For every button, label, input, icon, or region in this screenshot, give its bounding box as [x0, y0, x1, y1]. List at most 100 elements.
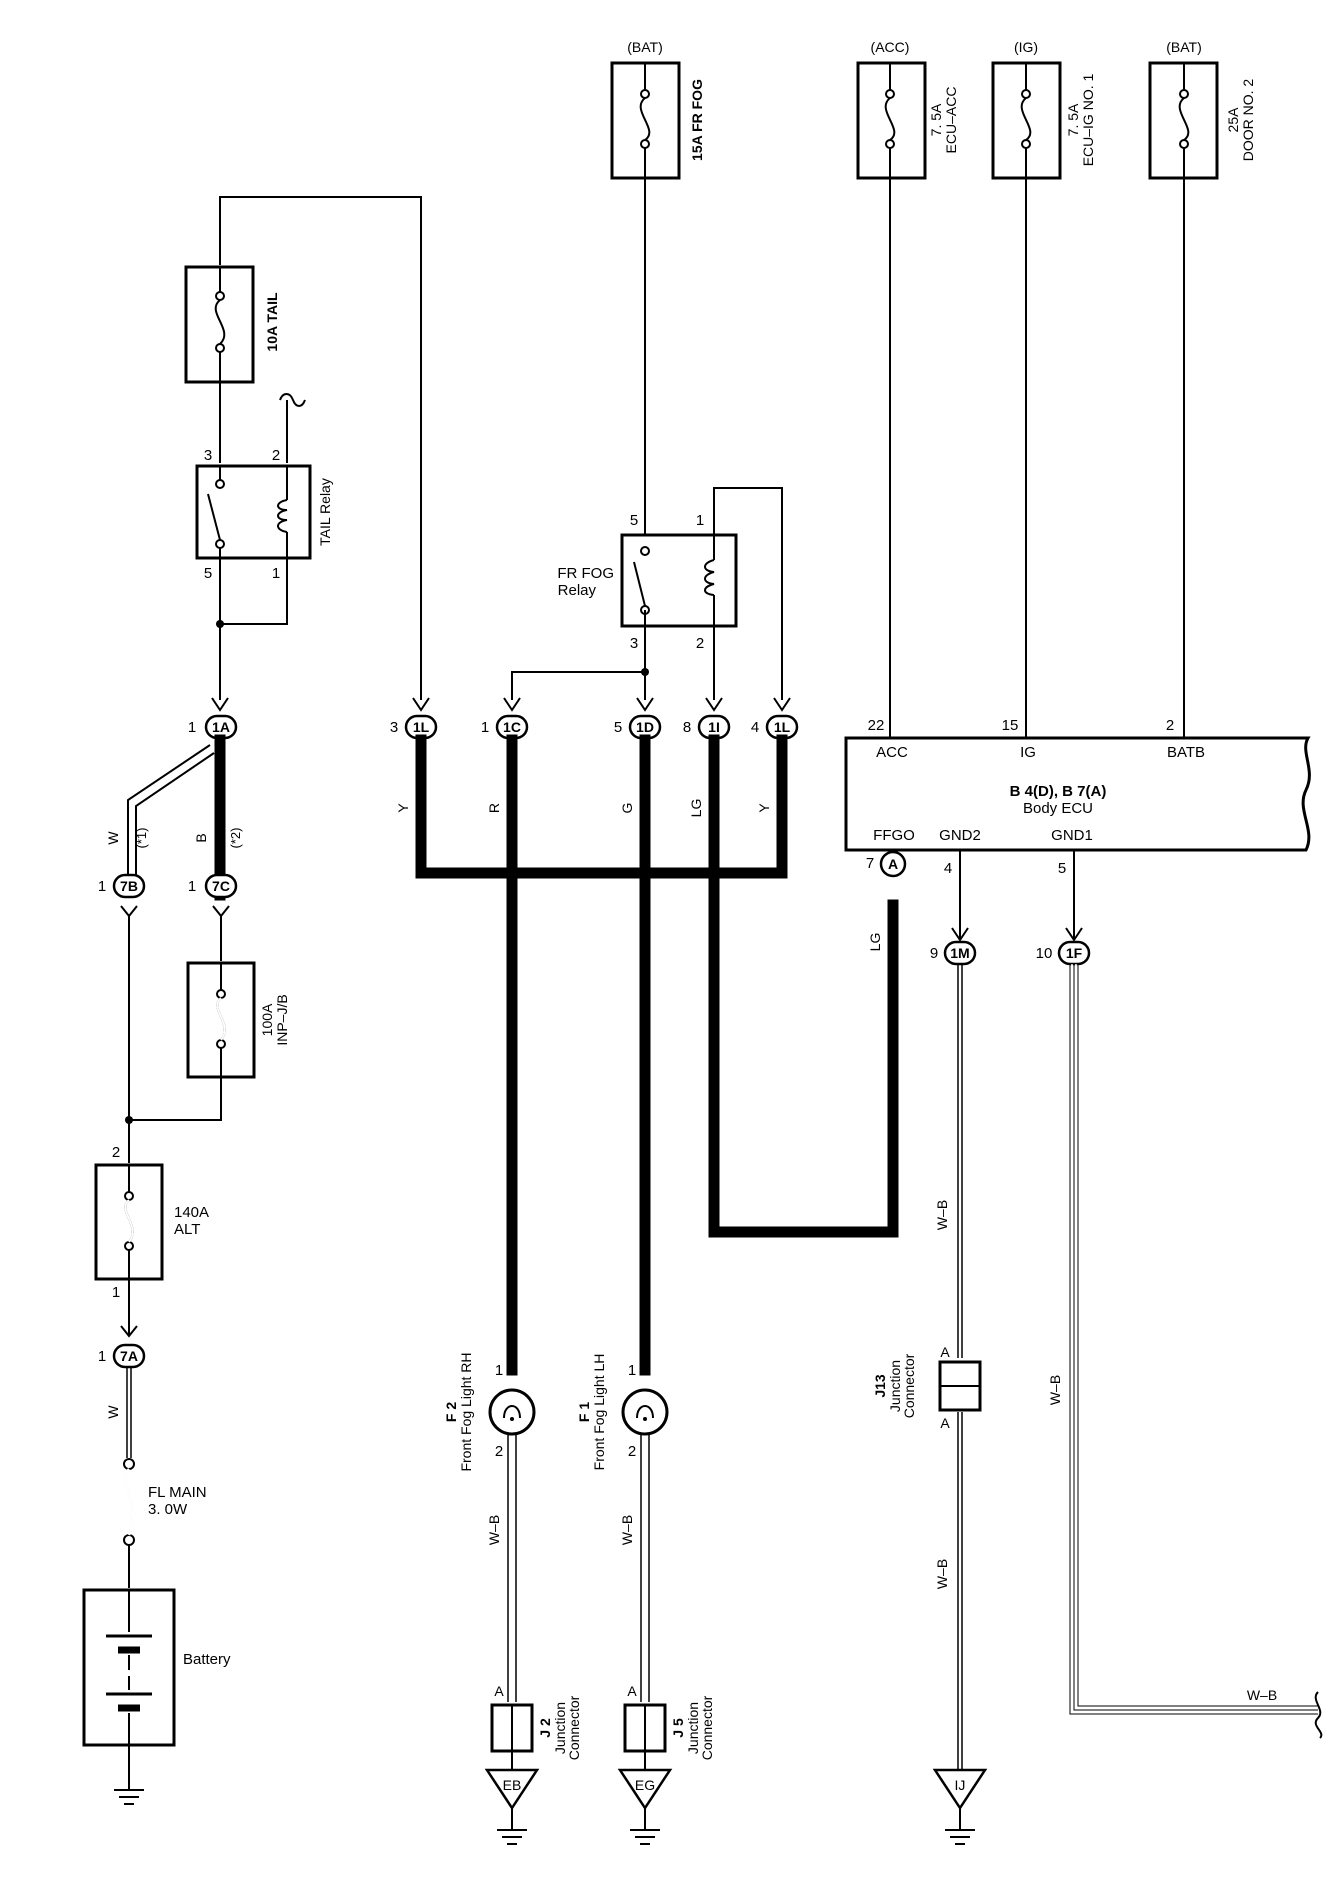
alt-pin-top: 2: [112, 1144, 120, 1161]
tail-relay-pin-3: 3: [204, 447, 212, 464]
f2-name: Front Fog Light RH: [458, 1352, 474, 1471]
connector-a-pin: 7: [866, 855, 874, 872]
connector-7a-pin: 1: [98, 1348, 106, 1365]
fuse-door-no2: (BAT) 25A DOOR NO. 2: [1148, 39, 1256, 180]
fuse-alt: 2 140A ALT 1: [94, 1144, 209, 1338]
j13-a-top: A: [940, 1344, 950, 1360]
f1-pin-top: 1: [628, 1362, 636, 1379]
wire-star2-label: (*2): [228, 828, 243, 849]
source-ig-label: (IG): [1014, 39, 1038, 55]
fuse-door-name: DOOR NO. 2: [1240, 79, 1256, 162]
wire-wb-f2-label: W–B: [486, 1515, 502, 1545]
fuse-ecu-ig: (IG) 7. 5A ECU–IG NO. 1: [991, 39, 1096, 180]
j13-line2: Connector: [901, 1353, 917, 1418]
j2-a: A: [494, 1683, 504, 1699]
tail-relay-label: TAIL Relay: [317, 478, 333, 546]
wire-b-label: B: [193, 833, 209, 842]
wire-lg1-label: LG: [688, 799, 704, 818]
wire-w-branch-outer: [127, 744, 211, 895]
f1-pin-bottom: 2: [628, 1443, 636, 1460]
fl-main-size: 3. 0W: [148, 1501, 188, 1518]
connector-1d-id: 1D: [636, 719, 654, 735]
fuse-tail-label: 10A TAIL: [264, 292, 280, 352]
fog-light-lh: 1 2 F 1 Front Fog Light LH: [576, 1354, 669, 1470]
connector-1m-pin: 9: [930, 945, 938, 962]
connector-a-ffgo: 7 A: [866, 850, 907, 878]
wire-wb-f1-label: W–B: [619, 1515, 635, 1545]
connector-1f: 10 1F: [1036, 940, 1091, 966]
connector-1f-pin: 10: [1036, 945, 1053, 962]
j5-code: J 5: [670, 1718, 686, 1738]
connector-1l-b-pin: 4: [751, 719, 759, 736]
source-bat-fr-fog-label: (BAT): [627, 39, 663, 55]
connector-1a: 1 1A: [188, 697, 238, 740]
fuse-ecu-ig-name: ECU–IG NO. 1: [1080, 74, 1096, 167]
fuse-fr-fog-label: 15A FR FOG: [689, 79, 705, 161]
battery-label: Battery: [183, 1651, 231, 1668]
connector-1c: 1 1C: [481, 697, 529, 740]
wire-w-battery: [126, 1367, 132, 1458]
connector-1i: 8 1I: [683, 697, 731, 740]
ecu-batb-label: BATB: [1167, 744, 1205, 761]
ground-eg: EG: [617, 1751, 673, 1845]
connector-1i-id: 1I: [708, 719, 720, 735]
wire-gnd2-wb: [957, 964, 963, 1770]
wire-lg2-label: LG: [867, 933, 883, 952]
alt-pin-bottom: 1: [112, 1284, 120, 1301]
connector-1m: 9 1M: [930, 940, 977, 966]
fuse-ecu-acc-amp: 7. 5A: [928, 103, 944, 136]
junction-j5: A J 5 Junction Connector: [623, 1683, 715, 1760]
connector-7b: 1 7B: [98, 873, 146, 918]
j5-line1: Junction: [685, 1702, 701, 1754]
gnd1-pin: 5: [1058, 860, 1066, 877]
wire-g-label: G: [619, 803, 635, 814]
fuse-inp-jb-amp: 100A: [259, 1003, 275, 1036]
fusible-link-fl-main: FL MAIN 3. 0W: [123, 1458, 207, 1588]
ecu-ig-label: IG: [1020, 744, 1036, 761]
fuse-ecu-acc: (ACC) 7. 5A ECU–ACC: [856, 39, 959, 180]
ecu-code: B 4(D), B 7(A): [1010, 783, 1107, 800]
connector-7b-id: 7B: [120, 878, 138, 894]
connector-1a-pin: 1: [188, 719, 196, 736]
fog-relay-pin-1: 1: [696, 512, 704, 529]
fuse-fr-fog: (BAT) 15A FR FOG: [610, 39, 705, 180]
fr-fog-relay: 5 1 3 2 FR FOG Relay: [511, 487, 783, 700]
ecu-ffgo-label: FFGO: [873, 827, 915, 844]
fog-relay-label-line2: Relay: [558, 582, 597, 599]
tail-relay: 3 2 5 1 TAIL Relay: [195, 382, 333, 700]
j2-line2: Connector: [566, 1695, 582, 1760]
battery: Battery: [82, 1588, 231, 1805]
fuse-alt-name: ALT: [174, 1221, 200, 1238]
source-bat-door-label: (BAT): [1166, 39, 1202, 55]
fog-relay-pin-5: 5: [630, 512, 638, 529]
connector-1d: 5 1D: [614, 697, 662, 740]
connector-7c-pin: 1: [188, 878, 196, 895]
wire-y1-label: Y: [395, 803, 411, 813]
f2-pin-bottom: 2: [495, 1443, 503, 1460]
fuse-ecu-acc-name: ECU–ACC: [943, 87, 959, 154]
connector-1a-id: 1A: [212, 719, 230, 735]
connector-1l-a: 3 1L: [390, 697, 438, 740]
wire-wb-gnd2-upper-label: W–B: [934, 1200, 950, 1230]
connector-7a-id: 7A: [120, 1348, 138, 1364]
connector-7b-pin: 1: [98, 878, 106, 895]
connector-7c-id: 7C: [212, 878, 230, 894]
fog-relay-label-line1: FR FOG: [557, 565, 614, 582]
connector-7a: 1 7A: [98, 1343, 146, 1369]
ecu-acc-pin: 22: [868, 717, 885, 734]
ground-eb-label: EB: [503, 1777, 522, 1793]
ground-eg-label: EG: [635, 1777, 655, 1793]
wire-f2-wb: [507, 1434, 517, 1702]
connector-1c-pin: 1: [481, 719, 489, 736]
ground-ij: IJ: [932, 1768, 988, 1845]
wire-wb-gnd1-label: W–B: [1047, 1375, 1063, 1405]
junction-j13: A A J13 Junction Connector: [872, 1344, 982, 1431]
connector-1l-b-id: 1L: [774, 719, 791, 735]
connector-1f-id: 1F: [1066, 945, 1083, 961]
j13-a-bottom: A: [940, 1415, 950, 1431]
ground-eb: EB: [484, 1751, 540, 1845]
j13-code: J13: [872, 1374, 888, 1398]
ecu-gnd2-label: GND2: [939, 827, 981, 844]
connector-1l-a-pin: 3: [390, 719, 398, 736]
